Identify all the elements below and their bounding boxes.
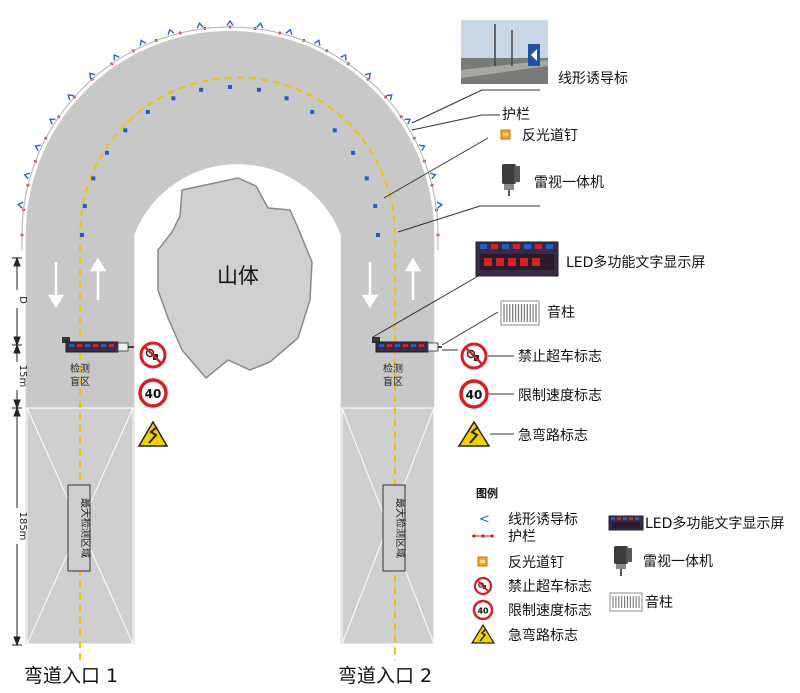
radar-camera-icon — [502, 164, 520, 196]
reflective-stud — [310, 110, 314, 114]
legend-led-icon — [609, 516, 643, 530]
reflective-stud — [123, 128, 127, 132]
reflective-stud — [228, 85, 232, 89]
chevron-marker — [286, 29, 293, 35]
legend-speaker-icon — [610, 593, 642, 611]
reflective-stud — [80, 233, 84, 237]
reflective-stud — [146, 110, 150, 114]
legend-radar-icon — [614, 546, 632, 576]
callout-radar-label: 雷视一体机 — [534, 175, 604, 191]
svg-text:最大检测区域: 最大检测区域 — [79, 498, 92, 558]
reflective-stud — [285, 96, 289, 100]
speaker-column-icon — [501, 301, 539, 325]
dim-15m-label: 15m — [17, 365, 28, 387]
sharp-curve-sign — [459, 422, 489, 446]
callout-speaker-label: 音柱 — [547, 304, 575, 321]
reflective-stud — [376, 233, 380, 237]
legend-speed-label: 限制速度标志 — [508, 603, 592, 619]
legend-speaker-label: 音柱 — [645, 594, 673, 611]
reflective-stud — [333, 128, 337, 132]
reflective-stud — [105, 151, 109, 155]
chevron-marker — [419, 143, 426, 150]
chevron-marker — [437, 202, 442, 209]
speed-limit-sign-left: 40 — [140, 380, 166, 406]
legend-guardrail-label: 护栏 — [508, 529, 536, 545]
mountain-label: 山体 — [217, 264, 259, 288]
reflective-stud — [91, 176, 95, 180]
dimension-line — [12, 258, 22, 645]
callout-led-label: LED多功能文字显示屏 — [566, 254, 705, 271]
sharp-curve-sign-left — [139, 422, 167, 446]
reflective-stud — [83, 204, 87, 208]
entrance-2-label: 弯道入口 2 — [338, 665, 432, 687]
chevron-marker — [138, 39, 145, 46]
reflective-stud — [257, 88, 261, 92]
legend-curve-icon — [472, 625, 494, 643]
chevron-marker — [18, 202, 23, 209]
legend-led-label: LED多功能文字显示屏 — [645, 515, 784, 532]
chevron-marker — [34, 143, 41, 150]
max-zone-box-right: 最大检测区域 — [383, 485, 407, 571]
chevron-marker — [257, 23, 264, 28]
legend-chevron-icon: < — [479, 512, 490, 527]
reflective-stud — [365, 176, 369, 180]
chevron-marker — [430, 172, 436, 179]
legend-title: 图例 — [476, 486, 498, 500]
svg-text:最大检测区域: 最大检测区域 — [394, 498, 407, 558]
legend-no-overtake-icon — [475, 578, 491, 594]
chevron-marker — [167, 29, 174, 35]
callout-sharp-curve-label: 急弯路标志 — [518, 427, 588, 444]
led-screen-icon — [476, 242, 558, 276]
svg-text:40: 40 — [477, 607, 489, 616]
chevron-marker — [227, 21, 233, 26]
dim-185m-label: 185m — [17, 512, 28, 541]
max-zone-box-left: 最大检测区域 — [68, 485, 92, 571]
reflective-stud — [373, 204, 377, 208]
legend-no-overtake-label: 禁止超车标志 — [508, 578, 592, 595]
legend-stud-icon — [478, 557, 487, 566]
dim-d-label: D — [17, 296, 28, 304]
reflective-stud — [199, 88, 203, 92]
legend-guardrail-icon — [472, 534, 494, 537]
speed-limit-sign: 40 — [461, 381, 487, 407]
callout-stud-label: 反光道钉 — [522, 128, 578, 144]
legend-curve-label: 急弯路标志 — [508, 627, 578, 644]
callout-speed-limit-label: 限制速度标志 — [518, 388, 602, 404]
chevron-marker — [197, 23, 204, 28]
entrance-1-label: 弯道入口 1 — [24, 665, 118, 687]
chevron-marker — [314, 39, 321, 46]
reflective-stud — [351, 151, 355, 155]
legend-radar-label: 雷视一体机 — [643, 554, 713, 570]
stud-icon — [501, 130, 510, 139]
callout-guardrail-label: 护栏 — [502, 107, 530, 123]
svg-text:40: 40 — [466, 388, 483, 402]
chevron-photo — [461, 20, 548, 84]
legend-speed-icon: 40 — [474, 601, 492, 619]
no-overtaking-sign-left — [141, 343, 165, 367]
svg-text:40: 40 — [145, 387, 162, 401]
callout-chevron-label: 线形诱导标 — [558, 71, 628, 87]
legend-stud-label: 反光道钉 — [508, 555, 564, 571]
chevron-marker — [24, 172, 30, 179]
legend-chevron-label: 线形诱导标 — [508, 512, 578, 528]
reflective-stud — [171, 96, 175, 100]
callout-no-overtake-label: 禁止超车标志 — [518, 348, 602, 365]
no-overtaking-sign — [462, 344, 486, 368]
